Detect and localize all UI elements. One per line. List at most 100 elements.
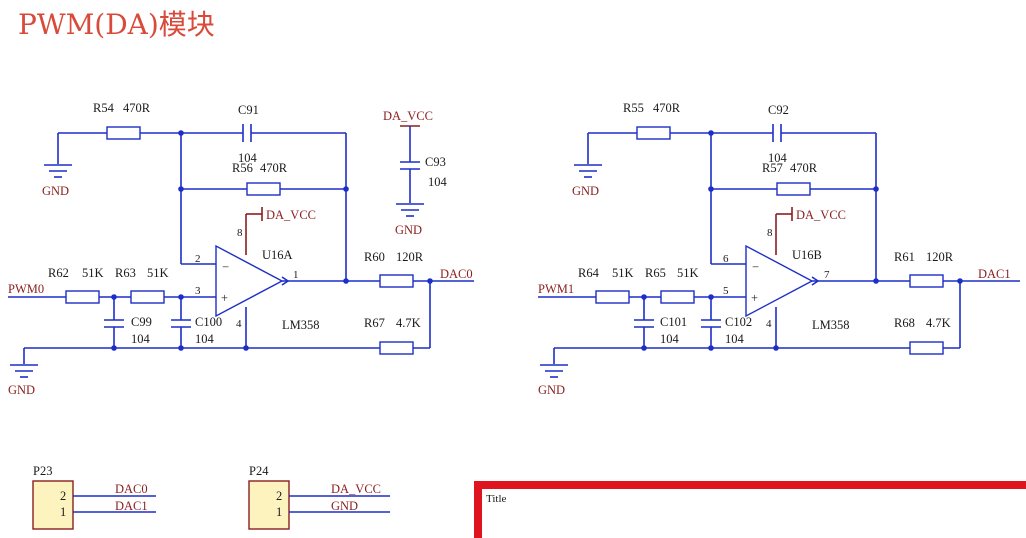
c99-ref: C99 (131, 315, 152, 329)
p23-net2: DAC0 (115, 482, 148, 496)
r60-value: 120R (396, 250, 424, 264)
r63-ref: R63 (115, 266, 136, 280)
pwm0-net: PWM0 (8, 282, 44, 296)
gnd-label-c93: GND (395, 223, 422, 237)
r63-resistor (130, 290, 165, 304)
c92-ref: C92 (768, 103, 789, 117)
r55-value: 470R (653, 101, 681, 115)
p23-pin1: 1 (60, 505, 66, 519)
r56-resistor (246, 182, 281, 196)
c91-value: 104 (238, 151, 258, 165)
svg-text:−: − (752, 260, 759, 274)
r61-resistor (909, 274, 944, 288)
r67-resistor (379, 341, 414, 355)
u16b-opamp (745, 244, 814, 318)
c93-value: 104 (428, 175, 448, 189)
r64-value: 51K (612, 266, 634, 280)
p24-ref: P24 (249, 464, 269, 478)
p24-net2: DA_VCC (331, 482, 381, 496)
r54-ref: R54 (93, 101, 115, 115)
r65-resistor (660, 290, 695, 304)
r61-ref: R61 (894, 250, 915, 264)
gnd-label-right-bottom: GND (538, 383, 565, 397)
r65-value: 51K (677, 266, 699, 280)
c101-ref: C101 (660, 315, 687, 329)
dac1-net: DAC1 (978, 267, 1011, 281)
svg-text:+: + (751, 291, 758, 305)
u16b-pin-out: 7 (824, 269, 830, 281)
u16a-part: LM358 (282, 318, 320, 332)
title-block: Title (474, 481, 1026, 538)
p23-pin2: 2 (60, 489, 66, 503)
u16a-vcc-label: DA_VCC (266, 208, 316, 222)
u16a-pin-out: 1 (293, 269, 299, 281)
r64-resistor (595, 290, 630, 304)
c99-value: 104 (131, 332, 151, 346)
r61-value: 120R (926, 250, 954, 264)
right-circuit: GND R55 470R C92 104 R57 470R 6 − + U16B… (538, 101, 1020, 397)
p24-net1: GND (331, 499, 358, 513)
r62-value: 51K (82, 266, 104, 280)
u16b-part: LM358 (812, 318, 850, 332)
c101-value: 104 (660, 332, 680, 346)
page-title: PWM(DA)模块 (18, 8, 215, 41)
r68-resistor (909, 341, 944, 355)
r60-resistor (379, 274, 414, 288)
left-circuit: GND R54 470R C91 104 R56 470R 2 − + U16A… (8, 101, 474, 397)
u16b-vcc-label: DA_VCC (796, 208, 846, 222)
gnd-label: GND (42, 184, 69, 198)
r56-ref: R56 (232, 161, 253, 175)
r62-ref: R62 (48, 266, 69, 280)
u16a-pin-inv: 2 (195, 253, 201, 265)
c102-value: 104 (725, 332, 745, 346)
r56-value: 470R (260, 161, 288, 175)
gnd-label-bottom: GND (8, 383, 35, 397)
connector-p24: P24 2 1 DA_VCC GND (248, 464, 390, 530)
gnd-label-right: GND (572, 184, 599, 198)
title-block-label: Title (486, 493, 507, 505)
title-block-frame (474, 481, 1026, 538)
u16b-pin-g: 4 (766, 318, 772, 330)
c102-ref: C102 (725, 315, 752, 329)
r67-ref: R67 (364, 316, 385, 330)
p23-body (32, 480, 74, 530)
u16a-ref: U16A (262, 248, 293, 262)
r54-value: 470R (123, 101, 151, 115)
p24-pin2: 2 (276, 489, 282, 503)
r57-resistor (776, 182, 811, 196)
da-vcc-net: DA_VCC (383, 109, 433, 123)
r54-resistor (106, 126, 141, 140)
p24-pin1: 1 (276, 505, 282, 519)
connector-p23: P23 2 1 DAC0 DAC1 (32, 464, 156, 530)
c91-ref: C91 (238, 103, 259, 117)
r60-ref: R60 (364, 250, 385, 264)
dac0-net: DAC0 (440, 267, 473, 281)
u16b-pin-noninv: 5 (723, 285, 729, 297)
r55-ref: R55 (623, 101, 644, 115)
u16a-pin-v: 8 (237, 227, 243, 239)
r64-ref: R64 (578, 266, 600, 280)
r62-resistor (65, 290, 100, 304)
r55-resistor (636, 126, 671, 140)
c93-ref: C93 (425, 155, 446, 169)
u16b-pin-v: 8 (767, 227, 773, 239)
u16b-pin-inv: 6 (723, 253, 729, 265)
svg-text:+: + (221, 291, 228, 305)
u16a-opamp (215, 244, 284, 318)
gnd-symbol (44, 164, 72, 178)
p23-ref: P23 (33, 464, 52, 478)
u16b-ref: U16B (792, 248, 822, 262)
r57-value: 470R (790, 161, 818, 175)
u16a-pin-noninv: 3 (195, 285, 201, 297)
p23-net1: DAC1 (115, 499, 148, 513)
r57-ref: R57 (762, 161, 783, 175)
svg-text:−: − (222, 260, 229, 274)
c100-value: 104 (195, 332, 215, 346)
p24-body (248, 480, 290, 530)
r68-ref: R68 (894, 316, 915, 330)
r68-value: 4.7K (926, 316, 951, 330)
c92-value: 104 (768, 151, 788, 165)
c100-ref: C100 (195, 315, 222, 329)
